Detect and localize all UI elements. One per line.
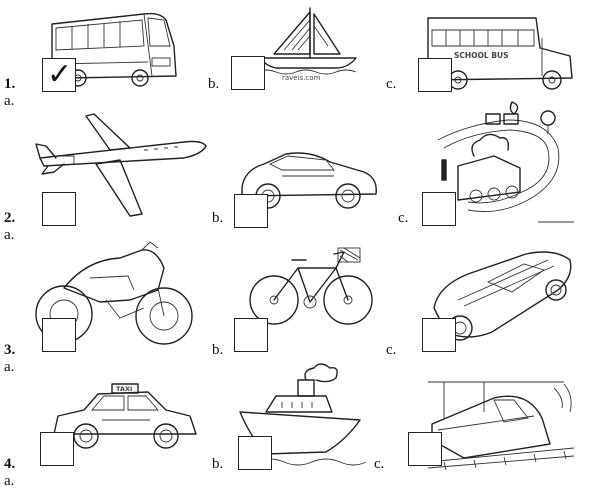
option-letter: a. xyxy=(4,93,15,109)
question-4-label: 4. a. xyxy=(4,456,15,490)
question-1-label: 1. a. xyxy=(4,76,15,110)
sailboat-caption: raveis.com xyxy=(282,74,321,82)
airplane-picture xyxy=(34,108,210,222)
option-letter: a. xyxy=(4,473,15,489)
question-number: 3. xyxy=(4,342,16,358)
option-2c-checkbox[interactable] xyxy=(422,192,456,226)
high-speed-train-picture xyxy=(424,378,576,472)
sailboat-picture: raveis.com xyxy=(254,6,372,82)
option-2b-checkbox[interactable] xyxy=(234,194,268,228)
checkmark-icon: ✓ xyxy=(47,57,73,92)
option-4a-checkbox[interactable] xyxy=(40,432,74,466)
option-2a-checkbox[interactable] xyxy=(42,192,76,226)
option-letter: c. xyxy=(386,76,397,92)
option-letter: b. xyxy=(212,342,224,358)
ship-picture xyxy=(236,362,370,470)
question-2-label: 2. a. xyxy=(4,210,15,244)
question-3-label: 3. a. xyxy=(4,342,15,376)
option-letter: b. xyxy=(212,210,224,226)
option-4c-checkbox[interactable] xyxy=(408,432,442,466)
option-letter: c. xyxy=(398,210,409,226)
motorcycle-picture xyxy=(30,238,198,354)
option-letter: b. xyxy=(212,456,224,472)
option-1c-checkbox[interactable] xyxy=(418,58,452,92)
question-number: 1. xyxy=(4,76,16,92)
question-number: 2. xyxy=(4,210,16,226)
sports-car-picture xyxy=(238,148,380,220)
option-1a-checkbox[interactable]: ✓ xyxy=(42,58,76,92)
option-letter: a. xyxy=(4,359,15,375)
option-1b-checkbox[interactable] xyxy=(231,56,265,90)
question-number: 4. xyxy=(4,456,16,472)
train-picture xyxy=(428,100,576,226)
option-3a-checkbox[interactable] xyxy=(42,318,76,352)
option-letter: b. xyxy=(208,76,220,92)
option-3c-checkbox[interactable] xyxy=(422,318,456,352)
option-3b-checkbox[interactable] xyxy=(234,318,268,352)
option-letter: c. xyxy=(386,342,397,358)
option-letter: a. xyxy=(4,227,15,243)
option-letter: c. xyxy=(374,456,385,472)
taxi-picture: TAXI xyxy=(50,380,200,460)
bicycle-picture xyxy=(248,240,374,332)
taxi-roof-sign: TAXI xyxy=(116,385,132,393)
option-4b-checkbox[interactable] xyxy=(238,436,272,470)
school-bus-sign: SCHOOL BUS xyxy=(454,51,509,60)
